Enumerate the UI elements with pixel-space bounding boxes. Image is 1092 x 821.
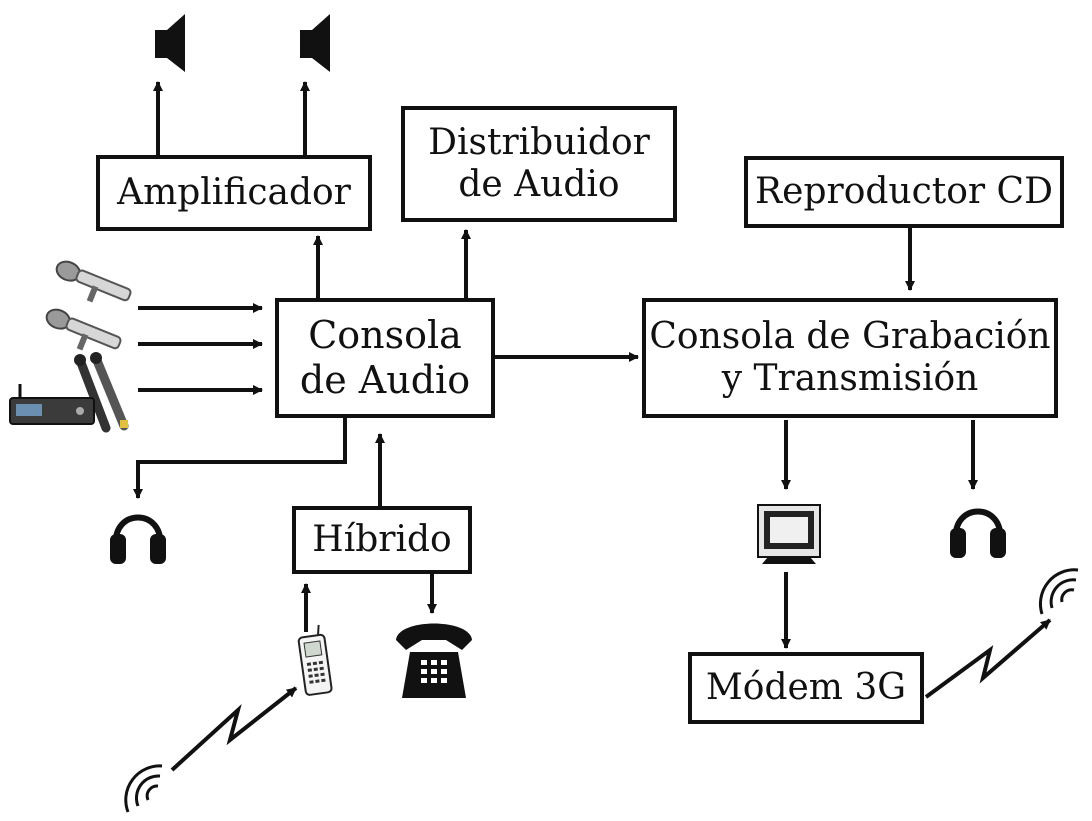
cd-player-label: Reproductor CD bbox=[755, 170, 1053, 212]
headphones-icon bbox=[950, 508, 1006, 558]
lightning-link-icon bbox=[170, 686, 298, 772]
speaker-icon bbox=[155, 14, 185, 72]
radio-wave-icon bbox=[1038, 568, 1079, 615]
recording-console-label-line2: y Transmisión bbox=[721, 358, 979, 399]
mobile-phone-icon bbox=[297, 624, 333, 696]
hybrid-label: Híbrido bbox=[312, 518, 452, 560]
modem-3g-block: Módem 3G bbox=[688, 652, 924, 724]
amplifier-label: Amplificador bbox=[117, 171, 351, 213]
distributor-label-line2: de Audio bbox=[458, 164, 620, 205]
audio-console-block: Consola de Audio bbox=[275, 298, 495, 418]
amplifier-block: Amplificador bbox=[96, 155, 372, 231]
hybrid-block: Híbrido bbox=[292, 506, 472, 574]
telephone-icon bbox=[396, 623, 472, 698]
computer-monitor-icon bbox=[757, 504, 821, 564]
handheld-microphone-icon bbox=[74, 352, 129, 433]
lightning-link-icon bbox=[924, 618, 1052, 699]
headphones-icon bbox=[110, 514, 166, 564]
audio-console-label-line1: Consola bbox=[308, 313, 462, 358]
microphone-icon bbox=[55, 260, 132, 303]
recording-console-label-line1: Consola de Grabación bbox=[649, 315, 1051, 357]
audio-distributor-block: Distribuidor de Audio bbox=[401, 106, 677, 222]
audio-console-label-line2: de Audio bbox=[299, 358, 471, 402]
cd-player-block: Reproductor CD bbox=[744, 156, 1064, 228]
speaker-icon bbox=[300, 14, 330, 72]
recording-transmission-console-block: Consola de Grabación y Transmisión bbox=[642, 298, 1058, 418]
modem-label: Módem 3G bbox=[705, 666, 907, 708]
radio-wave-icon bbox=[124, 764, 163, 813]
arrow-console-to-headphones bbox=[133, 418, 347, 499]
microphone-icon bbox=[45, 308, 122, 351]
wireless-receiver-icon bbox=[9, 384, 95, 425]
distributor-label-line1: Distribuidor bbox=[428, 121, 650, 163]
